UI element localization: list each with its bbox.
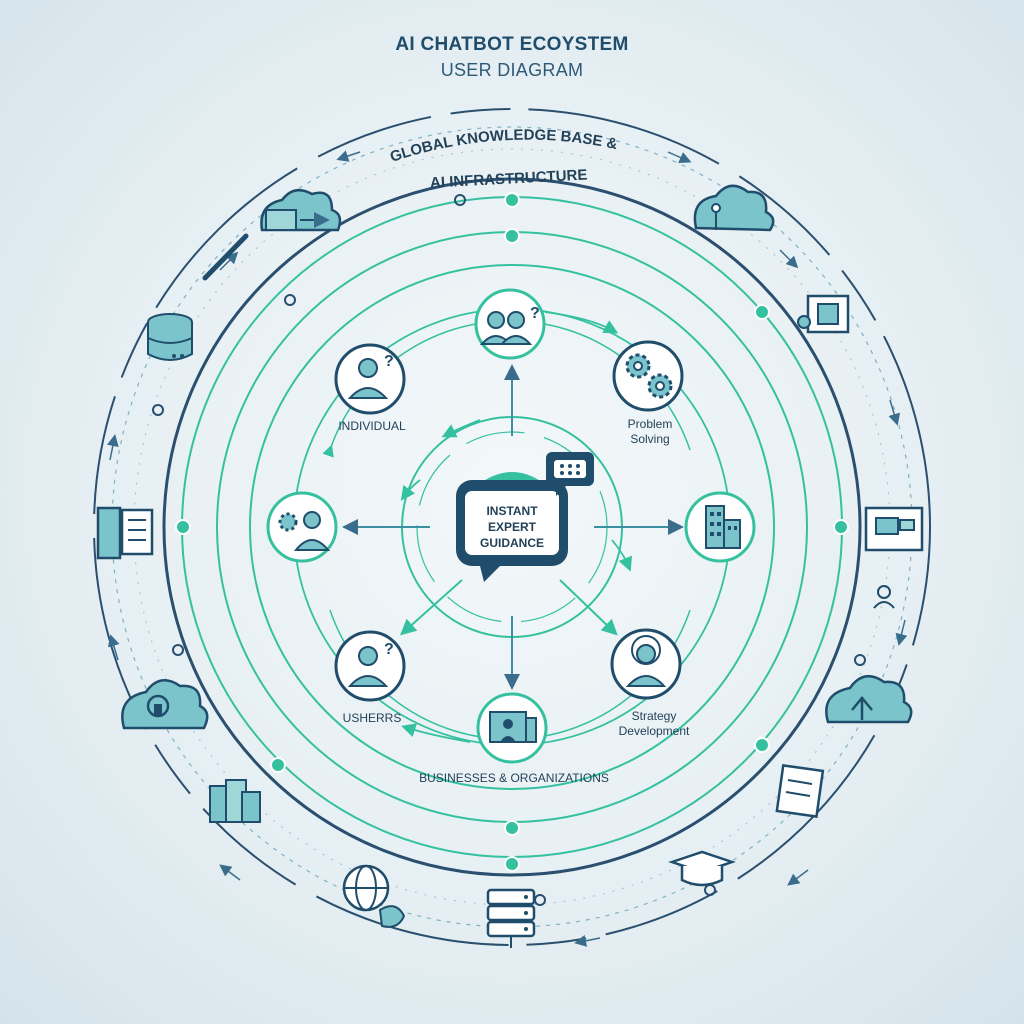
cloud-upload-icon — [825, 675, 913, 724]
diagram-subtitle: USER DIAGRAM — [440, 60, 584, 80]
chat-bubble-icon — [546, 452, 594, 496]
team-person-icon — [625, 635, 667, 687]
cloud-lock-icon — [121, 679, 209, 730]
document-icon — [96, 506, 154, 560]
strategy-node[interactable]: Strategy Development — [610, 628, 690, 738]
server-icon — [486, 888, 536, 948]
center-line-1: INSTANT — [486, 504, 538, 518]
center-spokes — [342, 364, 684, 690]
cloud-chat-icon — [260, 188, 342, 232]
outer-ring-arrows — [106, 150, 908, 947]
ushers-node[interactable]: ? USHERRS — [334, 630, 406, 725]
outer-ring-label-2: AI INFRASTRUCTURE — [430, 166, 588, 191]
person-gear-icon — [278, 511, 331, 551]
document-stack-icon — [775, 764, 825, 818]
problem-solving-node[interactable]: Problem Solving — [612, 340, 684, 446]
presentation-board-icon — [489, 711, 537, 743]
ring-dots — [152, 192, 866, 906]
ring-arrows — [400, 311, 633, 743]
book-icon — [797, 294, 850, 334]
users-question-icon: ? — [479, 305, 540, 345]
right-node[interactable] — [684, 491, 756, 563]
left-node[interactable] — [266, 491, 338, 563]
monitor-icon — [864, 506, 924, 552]
ushers-label: USHERRS — [343, 711, 402, 725]
strategy-label-2: Development — [619, 724, 690, 738]
svg-text:?: ? — [384, 641, 394, 658]
problem-solving-label-1: Problem — [628, 417, 673, 431]
individual-node[interactable]: ? INDIVIDUAL — [334, 343, 406, 433]
cloud-network-icon — [693, 184, 775, 232]
center-line-3: GUIDANCE — [480, 536, 544, 550]
businesses-label: BUSINESSES & ORGANIZATIONS — [419, 771, 609, 785]
files-icon — [209, 779, 261, 823]
graduation-cap-icon — [668, 850, 736, 887]
person-question-icon: ? — [347, 641, 394, 687]
businesses-node[interactable]: BUSINESSES & ORGANIZATIONS — [419, 692, 609, 785]
svg-text:?: ? — [530, 305, 540, 322]
problem-solving-label-2: Solving — [630, 432, 669, 446]
database-icon — [147, 313, 193, 361]
pen-icon — [202, 233, 249, 281]
individual-label: INDIVIDUAL — [338, 419, 406, 433]
strategy-label-1: Strategy — [632, 709, 677, 723]
center-line-2: EXPERT — [488, 520, 537, 534]
user-icon — [873, 585, 895, 609]
svg-text:?: ? — [384, 353, 394, 370]
diagram-title: AI CHATBOT ECOYSTEM — [395, 34, 629, 55]
globe-icon — [342, 864, 406, 928]
person-question-icon: ? — [347, 353, 394, 399]
center-node[interactable]: INSTANT EXPERT GUIDANCE — [456, 452, 594, 582]
office-building-icon — [705, 505, 741, 549]
top-node[interactable]: ? — [474, 288, 546, 360]
gears-icon — [625, 353, 673, 399]
